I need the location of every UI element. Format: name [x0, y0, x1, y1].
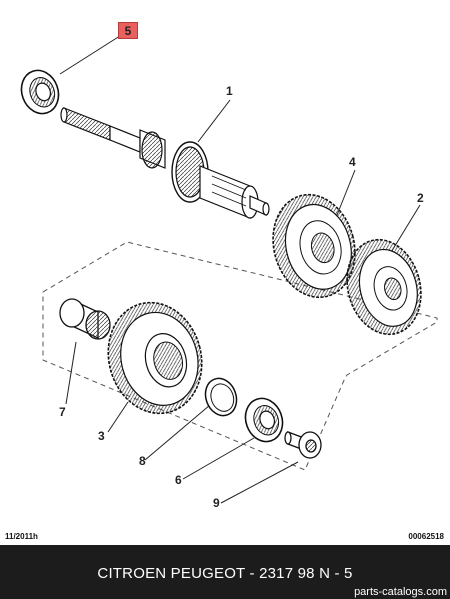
- drawing-number: 00062518: [408, 532, 444, 541]
- part-6-bearing: [244, 397, 284, 443]
- part-5-bearing: [20, 69, 60, 115]
- part-3-gear: [107, 301, 203, 415]
- part-4-gear: [272, 193, 356, 299]
- callout-2[interactable]: 2: [417, 191, 424, 205]
- part-9-pin: [284, 431, 322, 459]
- callout-4[interactable]: 4: [349, 155, 356, 169]
- assembly-dashed-outline: [42, 241, 438, 471]
- date-code: 11/2011h: [5, 532, 38, 541]
- callout-6[interactable]: 6: [175, 473, 182, 487]
- callout-7[interactable]: 7: [59, 405, 66, 419]
- site-watermark[interactable]: parts-catalogs.com: [354, 586, 447, 598]
- footer-title: CITROEN PEUGEOT - 2317 98 N - 5: [97, 565, 353, 582]
- callout-3[interactable]: 3: [98, 429, 105, 443]
- part-7-bushing: [59, 298, 111, 340]
- part-2-gear: [346, 238, 422, 336]
- callout-5-highlighted[interactable]: 5: [118, 22, 138, 39]
- footer-bar: CITROEN PEUGEOT - 2317 98 N - 5 parts-ca…: [0, 545, 450, 599]
- callout-1[interactable]: 1: [226, 84, 233, 98]
- exploded-parts-diagram: 5 1 4 2 7 3 8 6 9 11/2011h 00062518: [5, 22, 444, 541]
- callout-9[interactable]: 9: [213, 496, 220, 510]
- diagram-drawing: [20, 33, 438, 504]
- part-1-main-shaft: [60, 107, 270, 219]
- part-8-washer: [204, 377, 238, 417]
- callout-8[interactable]: 8: [139, 454, 146, 468]
